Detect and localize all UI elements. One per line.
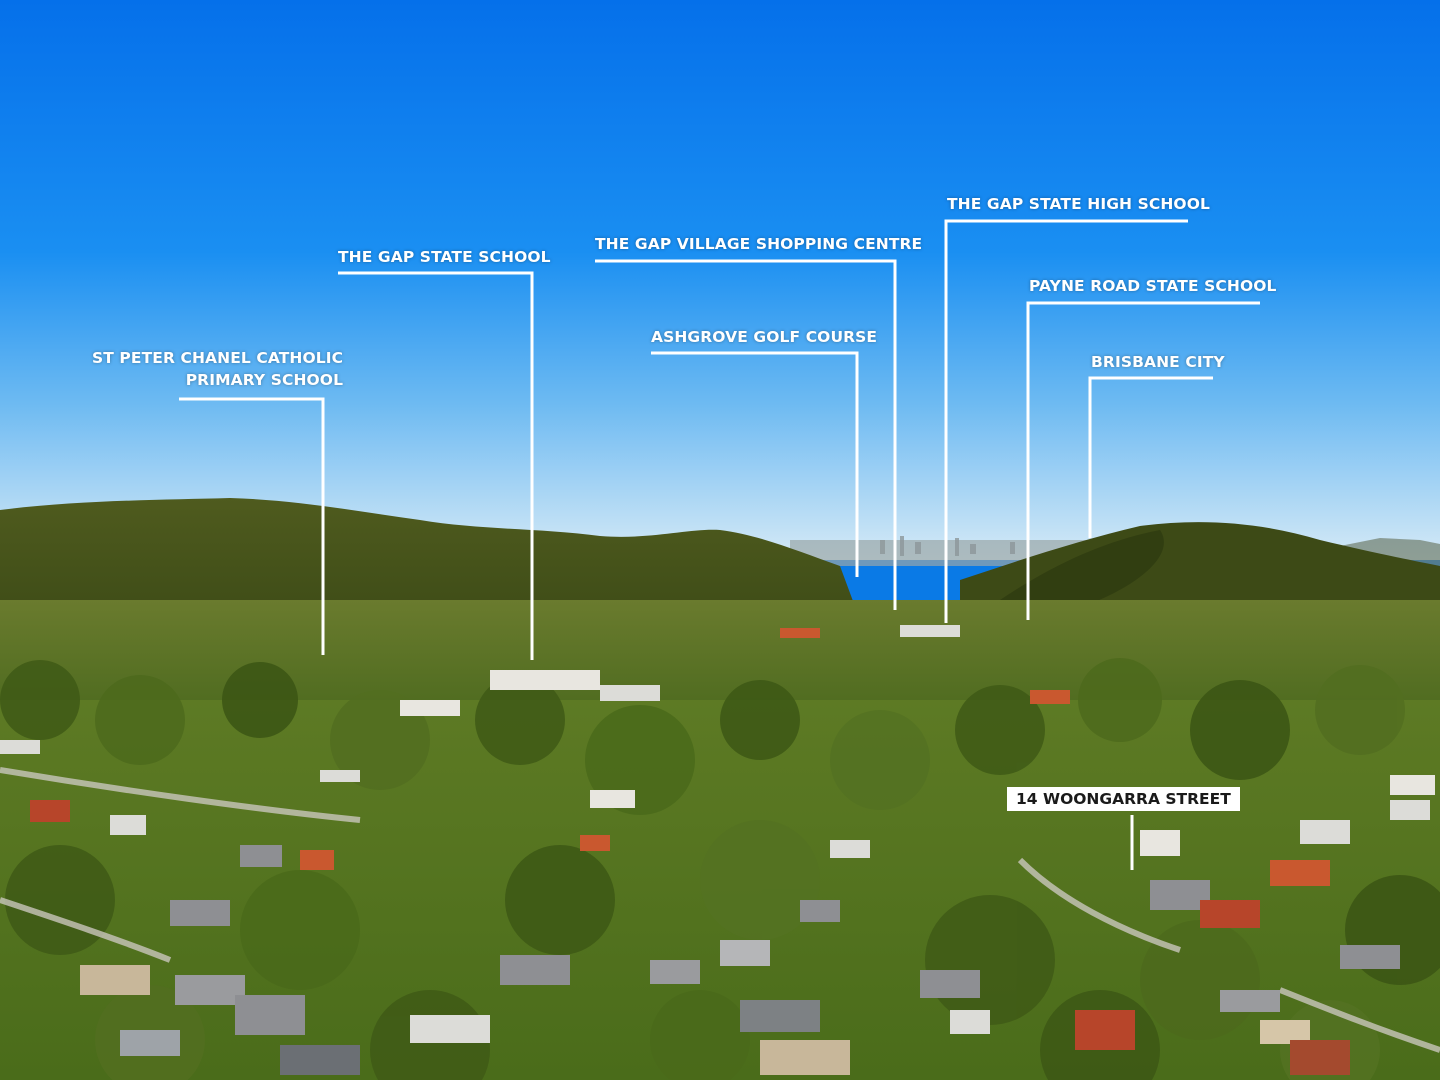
hills-left xyxy=(0,498,860,620)
canopy xyxy=(0,658,1440,1080)
label-st-peter-line1: ST PETER CHANEL CATHOLIC xyxy=(92,349,344,367)
label-gap-village-shopping-centre: THE GAP VILLAGE SHOPPING CENTRE xyxy=(595,235,923,253)
houses xyxy=(0,625,1435,1075)
property-tag: 14 WOONGARRA STREET xyxy=(1007,787,1240,811)
label-payne-road-state-school: PAYNE ROAD STATE SCHOOL xyxy=(1029,277,1277,295)
label-st-peter-line2: PRIMARY SCHOOL xyxy=(185,371,344,389)
label-brisbane-city: BRISBANE CITY xyxy=(1091,353,1225,371)
label-ashgrove-golf-course: ASHGROVE GOLF COURSE xyxy=(651,328,878,346)
line-ashgrove xyxy=(651,351,859,577)
line-payne-road xyxy=(1026,301,1260,620)
callout-lines xyxy=(179,219,1260,870)
line-gap-state-school xyxy=(338,271,534,660)
label-st-peter-chanel: ST PETER CHANEL CATHOLIC PRIMARY SCHOOL xyxy=(92,347,343,391)
line-gap-high xyxy=(944,219,1188,623)
hill-shadow xyxy=(1000,530,1164,620)
roads xyxy=(0,767,1440,1053)
line-brisbane-city xyxy=(1088,376,1213,538)
sky xyxy=(0,0,1440,560)
label-gap-state-school: THE GAP STATE SCHOOL xyxy=(338,248,551,266)
line-st-peter xyxy=(179,397,325,655)
label-gap-state-high-school: THE GAP STATE HIGH SCHOOL xyxy=(947,195,1210,213)
line-gap-village xyxy=(595,259,897,610)
